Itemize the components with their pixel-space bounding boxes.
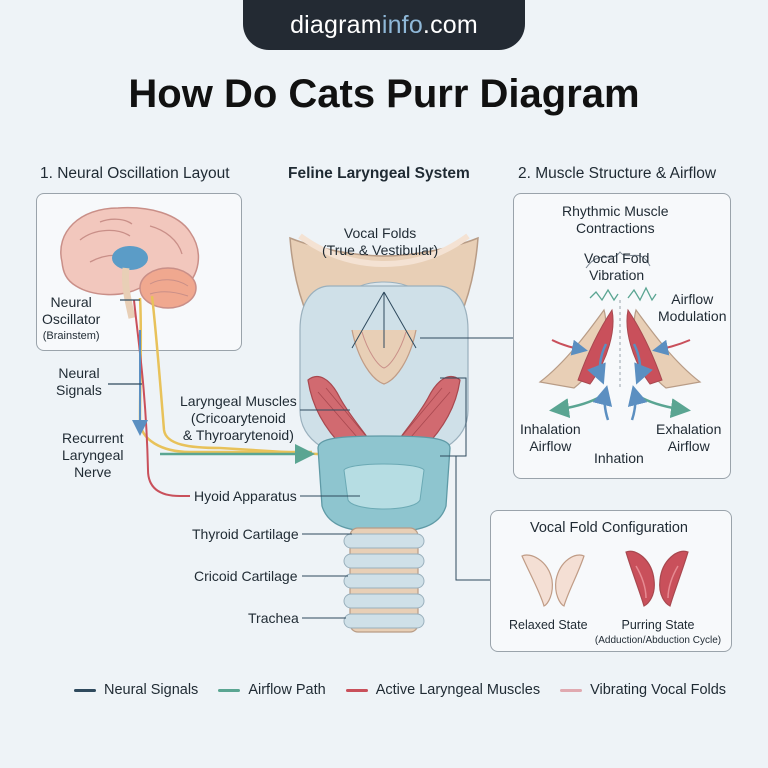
brand-prefix: diagram: [290, 10, 382, 39]
label-thyroid: Thyroid Cartilage: [192, 526, 299, 542]
config-purring-label: Purring State (Adduction/Abduction Cycle…: [592, 617, 724, 647]
legend-item-folds: Vibrating Vocal Folds: [560, 682, 726, 698]
label-neural-oscillator: Neural Oscillator (Brainstem): [42, 294, 100, 345]
brain-icon: [60, 206, 200, 319]
airflow-panel: [513, 193, 731, 479]
legend-label-airflow: Airflow Path: [248, 682, 326, 698]
legend-item-airflow: Airflow Path: [218, 682, 326, 698]
label-inhation: Inhation: [594, 450, 644, 466]
legend-item-muscles: Active Laryngeal Muscles: [345, 682, 541, 698]
legend-label-folds: Vibrating Vocal Folds: [590, 682, 727, 698]
label-recurrent-nerve: Recurrent Laryngeal Nerve: [62, 430, 124, 480]
legend-swatch-neural: [74, 688, 96, 692]
label-rhythmic: Rhythmic Muscle Contractions: [562, 203, 669, 236]
heading-muscle-structure: 2. Muscle Structure & Airflow: [518, 165, 717, 182]
page-title: How Do Cats Purr Diagram: [128, 72, 640, 116]
brand-suffix: .com: [422, 10, 478, 39]
relaxed-fold-icon: [521, 554, 585, 607]
label-trachea: Trachea: [248, 610, 299, 626]
purring-fold-icon: [625, 550, 689, 607]
heading-neural-oscillation: 1. Neural Oscillation Layout: [40, 165, 230, 182]
label-exhalation: Exhalation Airflow: [656, 421, 722, 454]
label-hyoid: Hyoid Apparatus: [194, 488, 297, 504]
config-relaxed-label: Relaxed State: [509, 618, 588, 632]
label-modulation: Airflow Modulation: [658, 291, 727, 324]
label-vocal-folds: Vocal Folds (True & Vestibular): [322, 225, 439, 258]
label-laryngeal-muscles: Laryngeal Muscles (Cricoarytenoid & Thyr…: [180, 393, 297, 443]
label-inhalation: Inhalation Airflow: [520, 421, 581, 454]
heading-laryngeal-system: Feline Laryngeal System: [288, 165, 470, 182]
legend-label-muscles: Active Laryngeal Muscles: [375, 682, 541, 698]
config-title: Vocal Fold Configuration: [530, 520, 688, 536]
config-purring-note: (Adduction/Abduction Cycle): [594, 635, 722, 646]
airflow-muscle-illustration: [538, 251, 702, 421]
config-panel: [490, 510, 732, 652]
label-neural-oscillator-text: Neural Oscillator: [42, 294, 101, 327]
legend-swatch-muscles: [345, 688, 368, 692]
legend-swatch-folds: [560, 688, 583, 692]
label-brainstem: (Brainstem): [42, 330, 100, 342]
legend-swatch-airflow: [218, 688, 241, 692]
legend-item-neural: Neural Signals: [74, 682, 198, 698]
label-vibration: Vocal Fold Vibration: [584, 250, 650, 283]
label-cricoid: Cricoid Cartilage: [194, 568, 298, 584]
legend-label-neural: Neural Signals: [104, 682, 199, 698]
config-purring-text: Purring State: [621, 618, 695, 632]
label-neural-signals: Neural Signals: [56, 365, 102, 398]
brand-accent: info: [381, 10, 423, 39]
legend: Neural Signals Airflow Path Active Laryn…: [74, 682, 726, 698]
